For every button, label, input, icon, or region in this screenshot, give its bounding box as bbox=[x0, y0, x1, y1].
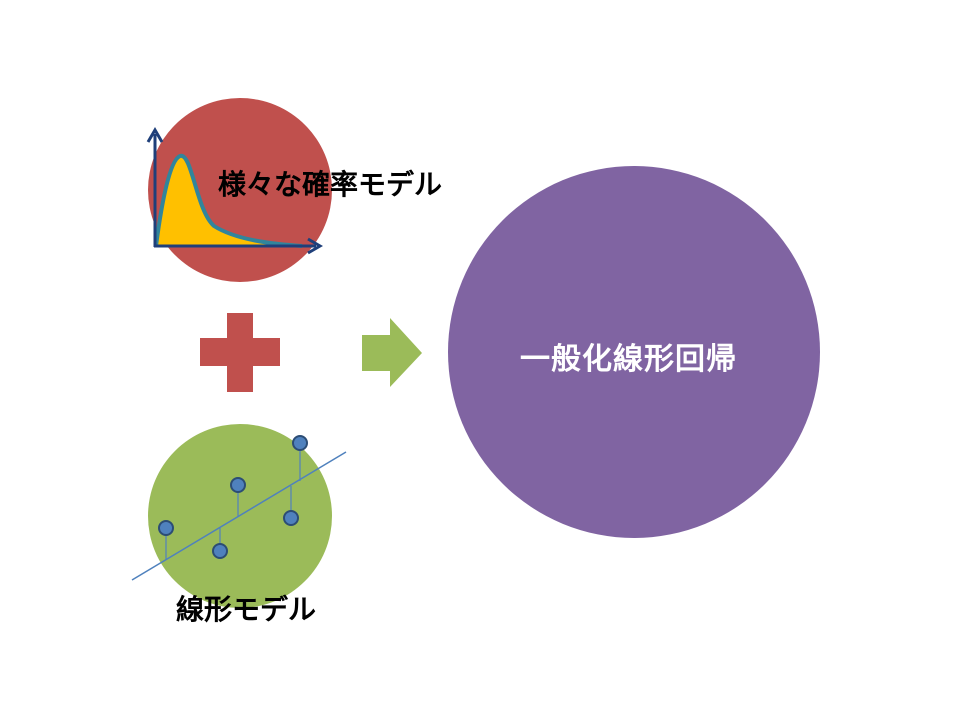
data-point bbox=[212, 543, 228, 559]
linear-model-label: 線形モデル bbox=[176, 593, 317, 626]
y-axis-arrowhead bbox=[146, 127, 164, 143]
density-line bbox=[154, 154, 303, 248]
glm-label: 一般化線形回帰 bbox=[520, 342, 737, 377]
data-point bbox=[283, 510, 299, 526]
regression-line bbox=[131, 451, 347, 581]
glm-circle bbox=[448, 166, 820, 538]
regression-icon bbox=[131, 435, 347, 581]
probability-models-label: 様々な確率モデル bbox=[218, 168, 443, 201]
plus-sign-icon bbox=[200, 313, 280, 392]
x-axis-arrowhead bbox=[307, 237, 323, 255]
density-curve-icon bbox=[146, 127, 323, 255]
data-point bbox=[158, 520, 174, 536]
data-point bbox=[230, 477, 246, 493]
data-point bbox=[292, 435, 308, 451]
right-arrow-icon bbox=[362, 318, 422, 387]
